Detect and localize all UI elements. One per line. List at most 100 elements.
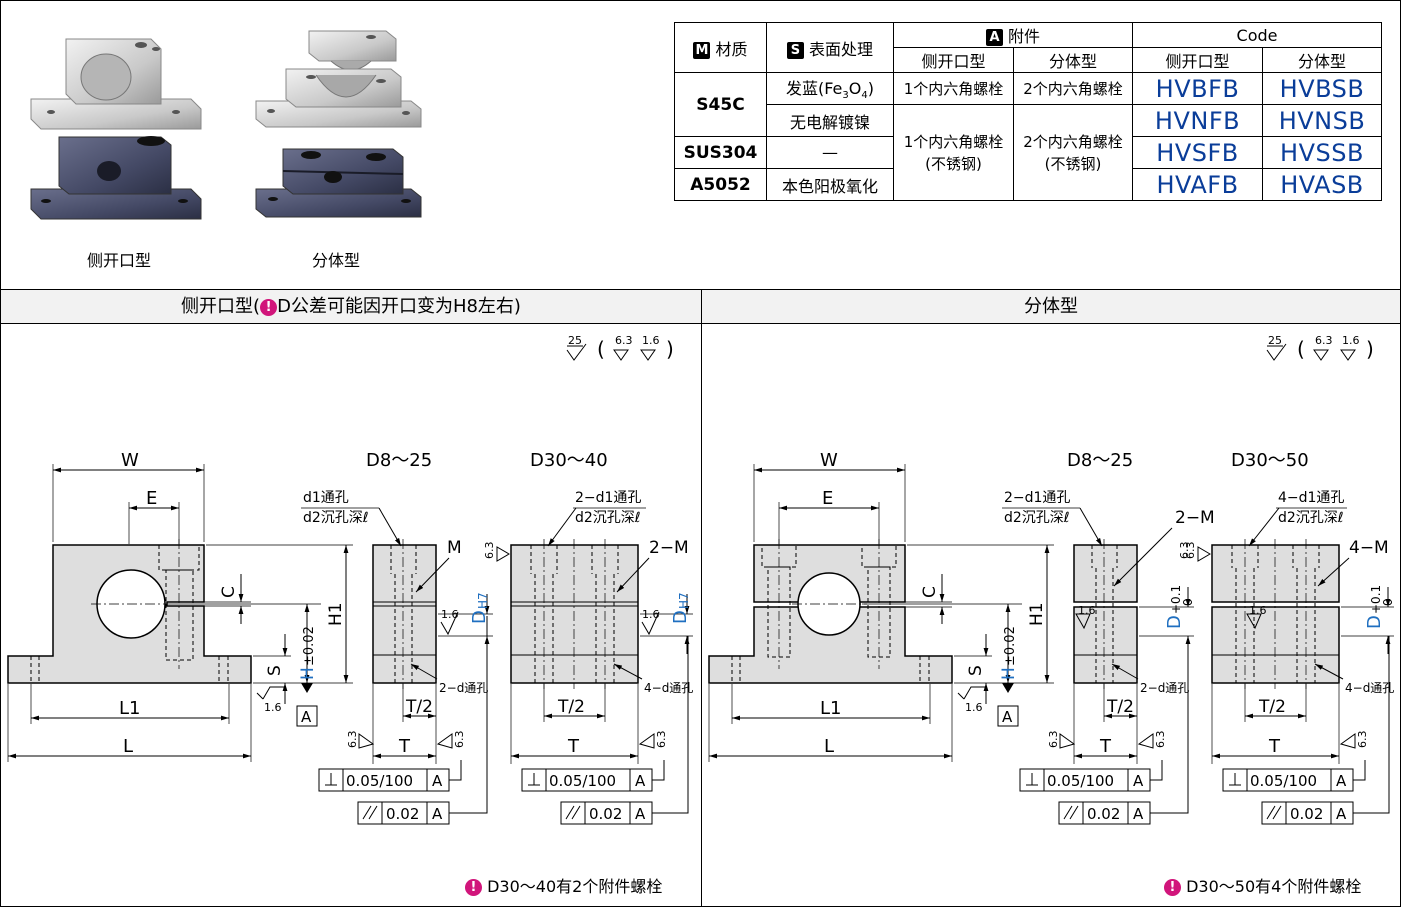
label-d-hole2-right: 2−d通孔 <box>1140 681 1189 695</box>
svg-text:T: T <box>398 736 411 757</box>
front-view-split <box>708 539 953 684</box>
label-rough-16-right-small: 1.6 <box>1078 604 1096 617</box>
label-rough-63-right-large: 6.3 <box>1184 542 1197 560</box>
dim-e-right: E <box>778 488 880 544</box>
dim-c-right: C <box>905 574 952 624</box>
svg-text:(: ( <box>597 337 605 361</box>
dim-w-right: W <box>753 450 906 542</box>
header-acc-split: 分体型 <box>1013 47 1133 73</box>
header-code: Code <box>1132 22 1382 48</box>
label-2m-right: 2−M <box>1175 508 1215 528</box>
svg-text:D: D <box>1164 615 1185 629</box>
material-s45c: S45C <box>674 72 767 137</box>
panel-top-border <box>1 289 1400 290</box>
left-note: ! D30～40有2个附件螺栓 <box>465 873 662 897</box>
dim-t-large-right: T 6.3 <box>1211 684 1369 764</box>
label-d1-hole-2: 2−d1通孔 <box>575 490 641 506</box>
acc-side-1: 1个内六角螺栓 <box>893 72 1014 105</box>
code-hvsfb[interactable]: HVSFB <box>1132 136 1263 169</box>
svg-text:25: 25 <box>1268 334 1282 347</box>
svg-text:0.02: 0.02 <box>589 805 622 823</box>
surface-none: — <box>766 136 894 169</box>
label-d-hole4-right: 4−d通孔 <box>1345 681 1394 695</box>
photo-side-open-silver <box>30 38 202 130</box>
label-d2-counter-4-right: d2沉孔深ℓ <box>1278 510 1344 526</box>
dim-t-half-large: T/2 <box>543 684 606 722</box>
svg-text:+0.1: +0.1 <box>1169 585 1183 614</box>
photo-label-side-open: 侧开口型 <box>87 251 152 270</box>
code-hvnsb[interactable]: HVNSB <box>1262 104 1382 137</box>
code-hvasb[interactable]: HVASB <box>1262 168 1382 201</box>
header-code-side: 侧开口型 <box>1132 47 1263 73</box>
svg-text:0.02: 0.02 <box>386 805 419 823</box>
dim-d-large: D H7 <box>640 592 693 654</box>
code-hvssb[interactable]: HVSSB <box>1262 136 1382 169</box>
svg-text:A: A <box>635 805 646 823</box>
perpendicularity-frame-large: 0.05/100 A <box>521 760 665 792</box>
parallelism-frame-large: 0.02 A <box>560 636 689 825</box>
svg-text:D: D <box>469 610 490 624</box>
dim-h-right: H ±0.02 A <box>862 603 1022 727</box>
right-panel-title: 分体型 <box>702 290 1400 324</box>
svg-text:1.6: 1.6 <box>264 701 282 714</box>
svg-text:E: E <box>146 488 157 509</box>
range-small-label-right: D8～25 <box>1067 450 1133 471</box>
perpendicularity-frame-large-right: 0.05/100 A <box>1222 760 1366 792</box>
svg-text:6.3: 6.3 <box>453 731 466 749</box>
svg-text:L: L <box>123 736 133 757</box>
svg-text:0: 0 <box>1181 598 1195 606</box>
svg-text:T/2: T/2 <box>1258 697 1286 717</box>
svg-text:(: ( <box>1297 337 1305 361</box>
svg-text:0.05/100: 0.05/100 <box>1047 772 1114 790</box>
svg-text:A: A <box>1002 708 1013 726</box>
photo-split-silver <box>255 30 422 128</box>
svg-text:1.6: 1.6 <box>1342 334 1360 347</box>
svg-text:A: A <box>1336 772 1347 790</box>
label-d-hole4: 4−d通孔 <box>644 681 693 695</box>
svg-text:T: T <box>1099 736 1112 757</box>
perpendicularity-frame-right: 0.05/100 A <box>1019 760 1163 792</box>
code-hvafb[interactable]: HVAFB <box>1132 168 1263 201</box>
svg-text:A: A <box>432 772 443 790</box>
panel-divider <box>701 289 702 906</box>
svg-text:6.3: 6.3 <box>1047 731 1060 749</box>
code-hvbsb[interactable]: HVBSB <box>1262 72 1382 105</box>
svg-text:0.02: 0.02 <box>1087 805 1120 823</box>
svg-text:6.3: 6.3 <box>615 334 633 347</box>
svg-text:A: A <box>301 708 312 726</box>
svg-text:D: D <box>670 610 691 624</box>
svg-text:+0.1: +0.1 <box>1369 585 1383 614</box>
svg-text:T/2: T/2 <box>1106 697 1134 717</box>
label-d-hole2: 2−d通孔 <box>439 681 488 695</box>
svg-text:±0.02: ±0.02 <box>1003 626 1018 666</box>
svg-text:1.6: 1.6 <box>642 334 660 347</box>
label-d2-counter-right: d2沉孔深ℓ <box>1004 510 1070 526</box>
dim-t-half-large-right: T/2 <box>1244 684 1307 722</box>
side-view-large <box>510 539 639 689</box>
acc-split-1: 2个内六角螺栓 <box>1013 72 1133 105</box>
warning-icon: ! <box>465 879 482 896</box>
dim-e: E <box>128 488 180 544</box>
code-hvnfb[interactable]: HVNFB <box>1132 104 1263 137</box>
dim-s: S 1.6 <box>253 634 291 714</box>
svg-text:0.05/100: 0.05/100 <box>346 772 413 790</box>
svg-text:E: E <box>822 488 833 509</box>
range-large-label-right: D30～50 <box>1231 450 1309 471</box>
label-d1-hole-2-right: 2−d1通孔 <box>1004 490 1070 506</box>
range-large-label: D30～40 <box>530 450 608 471</box>
perpendicularity-frame: 0.05/100 A <box>318 760 462 792</box>
svg-text:L1: L1 <box>119 698 140 719</box>
dim-s-right: S 1.6 <box>954 634 992 714</box>
svg-text:6.3: 6.3 <box>655 731 668 749</box>
svg-text:T/2: T/2 <box>405 697 433 717</box>
material-a5052: A5052 <box>674 168 767 201</box>
label-d1-hole: d1通孔 <box>303 490 349 506</box>
range-small-label: D8～25 <box>366 450 432 471</box>
header-code-split: 分体型 <box>1262 47 1382 73</box>
code-hvbfb[interactable]: HVBFB <box>1132 72 1263 105</box>
